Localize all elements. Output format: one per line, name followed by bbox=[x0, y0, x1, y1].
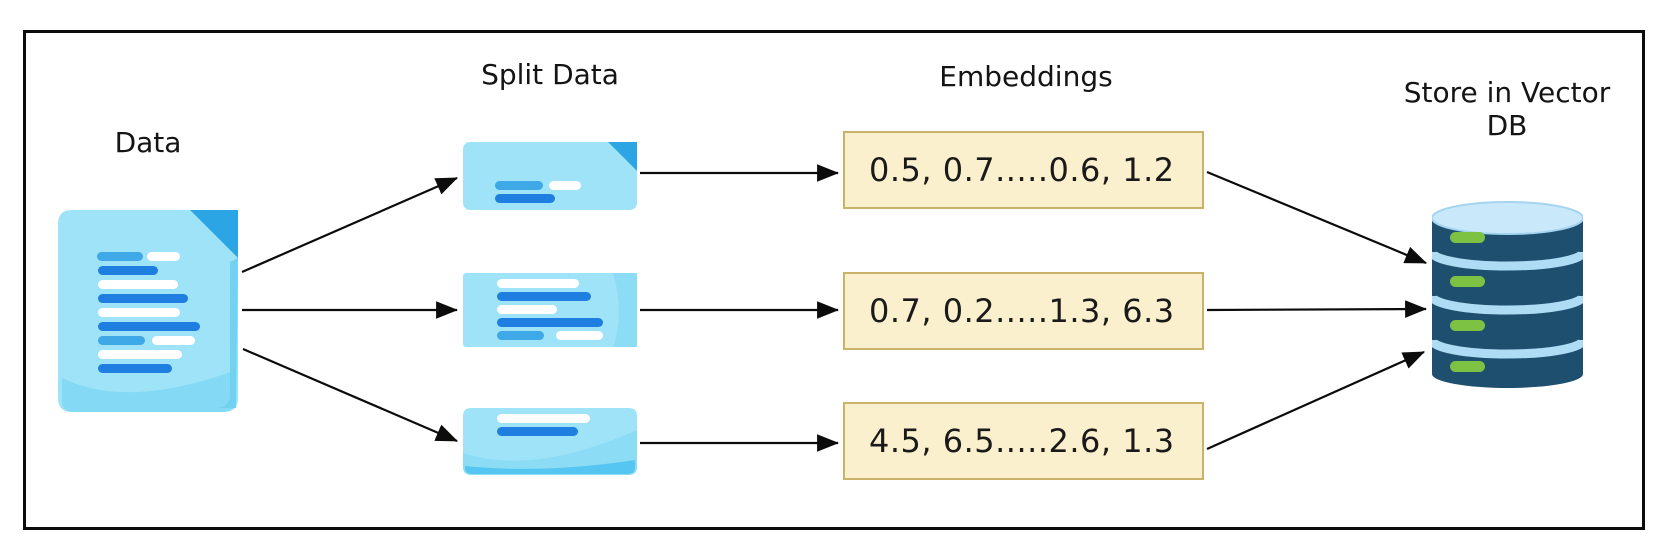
embedding-vector-box: 4.5, 6.5.....2.6, 1.3 bbox=[843, 402, 1204, 480]
db-top-cap bbox=[1432, 201, 1583, 235]
document-fold-corner bbox=[190, 210, 238, 258]
store-stage-label: Store in Vector DB bbox=[1403, 76, 1611, 142]
document-text-lines bbox=[97, 252, 200, 373]
data-stage-label: Data bbox=[114, 126, 182, 159]
chunk-fold-corner bbox=[608, 142, 637, 171]
db-separator bbox=[1432, 338, 1583, 359]
arrow-vector1-to-db bbox=[1206, 170, 1428, 265]
database-cylinder-icon bbox=[1432, 201, 1583, 388]
arrow-data-to-chunk3 bbox=[242, 347, 459, 443]
document-chunk-icon bbox=[463, 408, 637, 475]
arrow-vector3-to-db bbox=[1206, 350, 1426, 451]
arrow-vector2-to-db bbox=[1206, 300, 1428, 318]
db-led-lights bbox=[1450, 232, 1485, 372]
embeddings-stage-label: Embeddings bbox=[939, 60, 1113, 93]
embedding-vector-box: 0.7, 0.2.....1.3, 6.3 bbox=[843, 272, 1204, 350]
document-chunk-icon bbox=[463, 273, 637, 347]
document-icon bbox=[58, 210, 238, 412]
embedding-vector-text: 0.7, 0.2.....1.3, 6.3 bbox=[869, 292, 1175, 330]
document-chunk-icon bbox=[463, 142, 637, 210]
arrow-data-to-chunk1 bbox=[241, 176, 459, 274]
embedding-vector-box: 0.5, 0.7.....0.6, 1.2 bbox=[843, 131, 1204, 209]
embedding-vector-text: 4.5, 6.5.....2.6, 1.3 bbox=[869, 422, 1175, 460]
db-separator bbox=[1432, 294, 1583, 315]
embedding-vector-text: 0.5, 0.7.....0.6, 1.2 bbox=[869, 151, 1175, 189]
split-stage-label: Split Data bbox=[481, 58, 619, 91]
db-separator bbox=[1432, 250, 1583, 271]
